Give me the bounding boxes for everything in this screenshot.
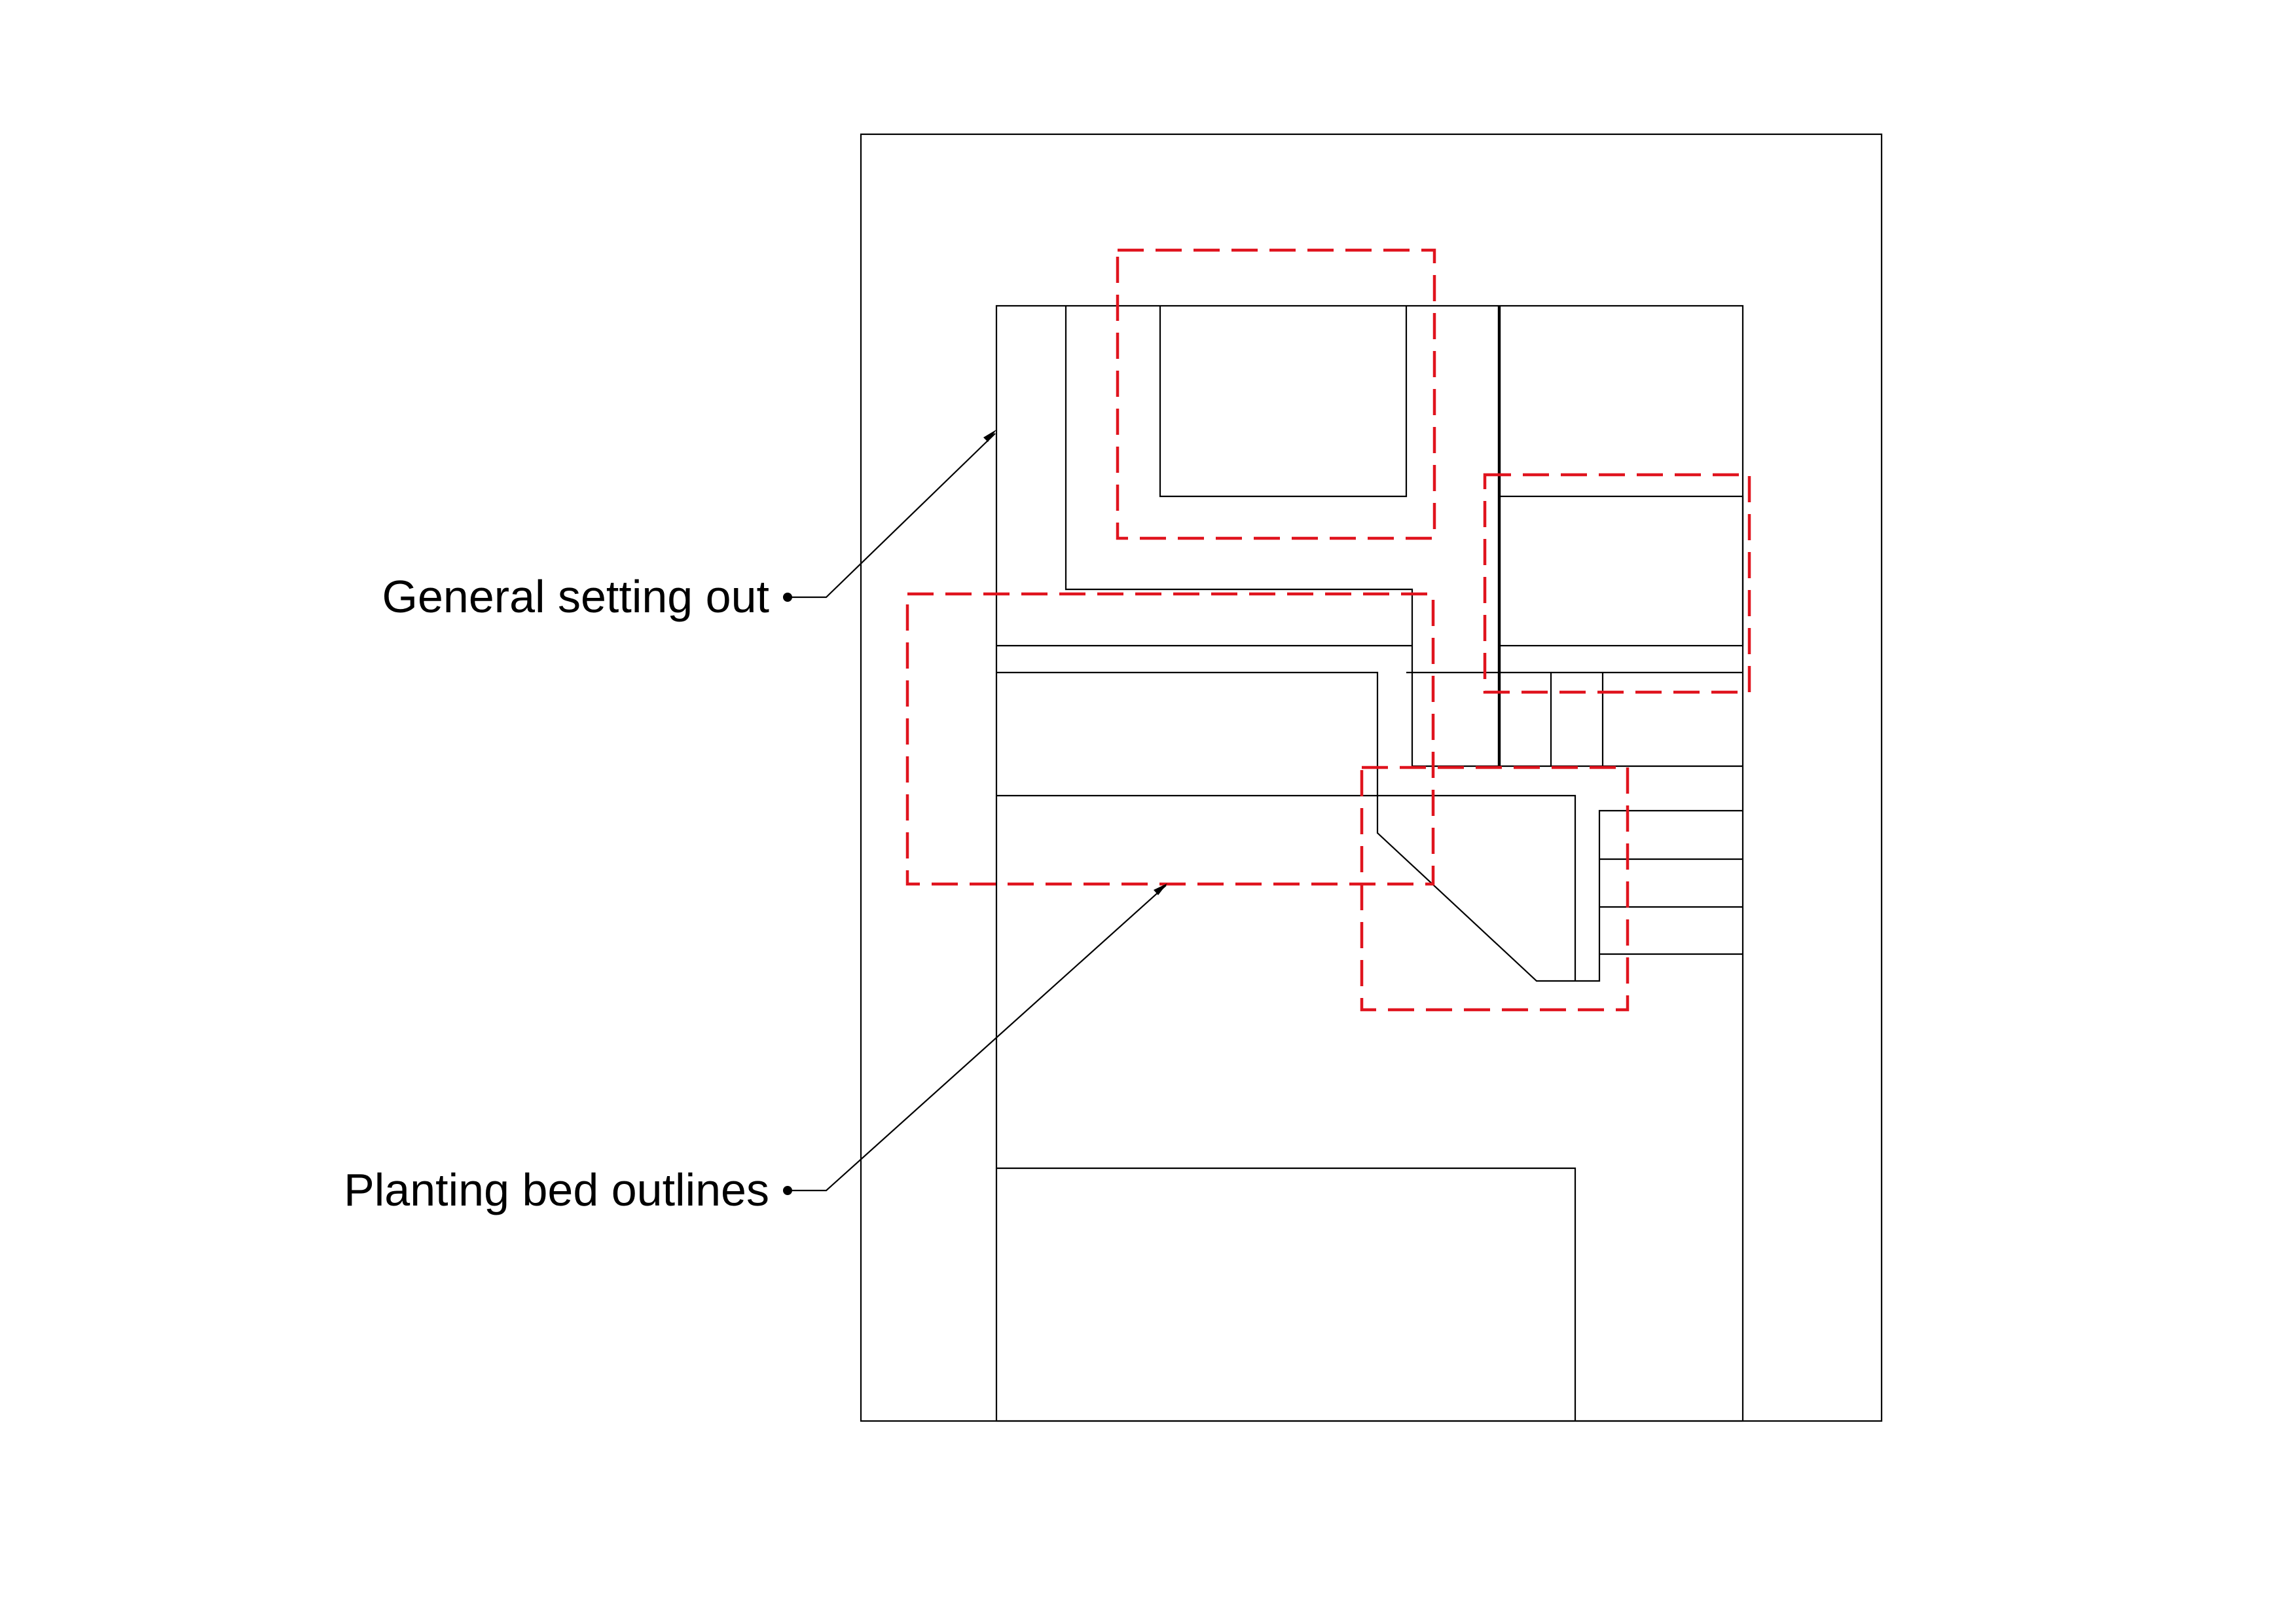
callout-general-setting-out: General setting out: [382, 430, 996, 622]
right-upper-block: [1498, 495, 1744, 647]
planting-bed-right: [1483, 473, 1751, 694]
arrowhead: [1154, 883, 1167, 895]
planting-bed-lower-right: [1360, 766, 1630, 1012]
arrowhead: [983, 430, 996, 442]
callout-label: General setting out: [382, 571, 769, 622]
callout-label: Planting bed outlines: [344, 1164, 769, 1215]
site-boundary: [995, 304, 1744, 1422]
planting-beds: [905, 248, 1751, 1012]
planting-bed-upper: [1116, 248, 1436, 540]
lower-bed-outline: [996, 1167, 1576, 1421]
inner-terrace-outline: [996, 794, 1576, 981]
upper-bed-outline: [1159, 306, 1408, 498]
leader-line: [788, 433, 996, 599]
planting-bed-left: [905, 592, 1435, 886]
left-bed-outline: [996, 671, 1743, 982]
leader-line: [788, 885, 1167, 1192]
sheet-border: [860, 133, 1883, 1422]
callout-planting-bed-outlines: Planting bed outlines: [344, 883, 1167, 1215]
general-setting-out: [995, 304, 1744, 1422]
